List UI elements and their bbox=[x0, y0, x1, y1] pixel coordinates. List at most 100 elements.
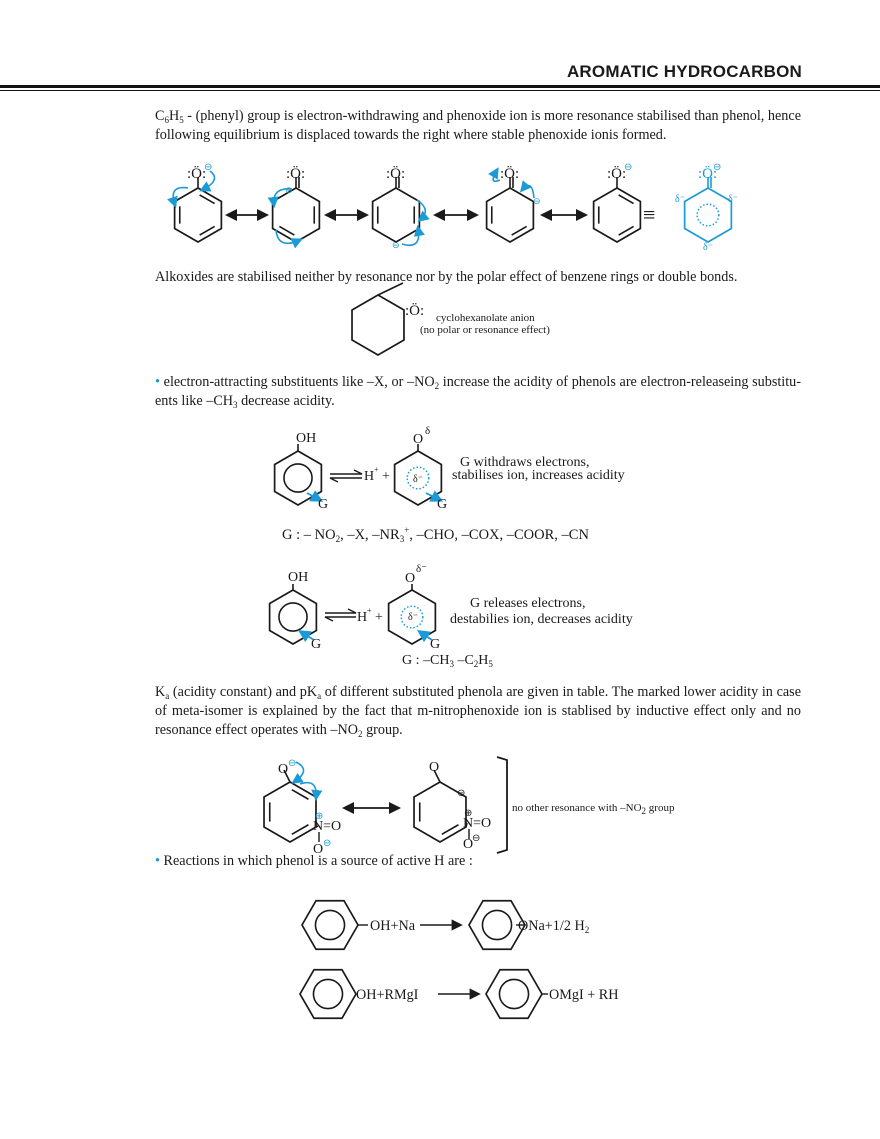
benzene-ring bbox=[263, 781, 317, 843]
cyclohexanolate-caption: cyclohexanolate anion bbox=[436, 312, 535, 324]
inductive-arrow bbox=[306, 490, 324, 502]
c-n-bond bbox=[315, 825, 319, 828]
curved-arrow bbox=[167, 186, 189, 209]
inductive-arrow bbox=[417, 630, 433, 643]
release-caption-2: destabilies ion, decreases acidity bbox=[450, 612, 633, 627]
g-label: G bbox=[437, 497, 447, 512]
inductive-arrow bbox=[297, 630, 315, 643]
reaction-2-reactant: OH+RMgI bbox=[356, 987, 419, 1003]
delocalized-charge-circle bbox=[696, 203, 720, 227]
o-label: O bbox=[278, 762, 288, 777]
benzene-ring bbox=[393, 450, 443, 506]
o-label: O bbox=[429, 760, 439, 775]
benzene-ring bbox=[413, 781, 467, 843]
curved-arrow bbox=[291, 761, 305, 784]
o-label: O bbox=[313, 842, 323, 857]
h-plus-sup: + bbox=[367, 606, 372, 615]
paragraph-ka: Ka (acidity constant) and pKa of differe… bbox=[155, 684, 801, 739]
delta-label: δ⁻ bbox=[728, 194, 738, 205]
withdraw-caption-1: G withdraws electrons, bbox=[460, 455, 589, 470]
g-withdrawing-list: G : – NO2, –X, –NR3+, –CHO, –COX, –COOR,… bbox=[282, 525, 589, 544]
curved-arrow bbox=[199, 170, 216, 192]
delta-label: δ⁻ bbox=[413, 474, 423, 485]
nitro-label: N=O bbox=[463, 816, 491, 831]
oh-label: OH bbox=[296, 431, 316, 446]
equilibrium-arrow bbox=[329, 477, 362, 483]
negative-charge: ⊖ bbox=[204, 162, 212, 173]
header-rule bbox=[0, 85, 880, 88]
oxygen-label: :Ö: bbox=[386, 165, 405, 182]
header-rule-thin bbox=[0, 90, 880, 91]
withdraw-caption-2: stabilises ion, increases acidity bbox=[452, 468, 625, 483]
curved-arrow bbox=[299, 781, 323, 802]
h-plus-sup: + bbox=[374, 465, 379, 474]
bracket bbox=[496, 756, 508, 854]
aromatic-circle bbox=[498, 978, 530, 1010]
negative-charge: ⊖ bbox=[323, 838, 331, 849]
double-bond bbox=[618, 194, 634, 205]
curved-arrow bbox=[275, 229, 303, 249]
paragraph-reactions: • Reactions in which phenol is a source … bbox=[155, 853, 473, 869]
reaction-2-product: OMgI + RH bbox=[549, 987, 619, 1003]
benzene-ring bbox=[485, 187, 535, 243]
g-releasing-list: G : –CH3 –C2H5 bbox=[402, 653, 493, 669]
benzene-ring bbox=[371, 187, 421, 243]
delocalized-charge-circle bbox=[406, 466, 430, 490]
delta-label: δ bbox=[425, 425, 430, 437]
hybrid-ring bbox=[683, 187, 733, 243]
release-caption-1: G releases electrons, bbox=[470, 596, 585, 611]
curved-arrow bbox=[416, 199, 430, 223]
equilibrium-arrow bbox=[325, 608, 357, 614]
double-bond bbox=[199, 225, 215, 236]
benzene-ring bbox=[387, 589, 437, 645]
c-o-bond bbox=[433, 769, 441, 783]
o-label: O bbox=[413, 432, 423, 447]
benzene-ring bbox=[273, 450, 323, 506]
oxygen-label: :Ö: bbox=[607, 165, 626, 182]
paragraph-substituents: • electron-attracting substituents like … bbox=[155, 374, 801, 410]
delta-label: δ⁻ bbox=[675, 194, 685, 205]
h-plus: H bbox=[364, 469, 374, 484]
benzene-ring bbox=[299, 968, 357, 1020]
negative-charge: ⊖ bbox=[713, 162, 721, 173]
cyclohexanolate-caption-2: (no polar or resonance effect) bbox=[420, 324, 550, 336]
double-bond bbox=[291, 824, 309, 836]
negative-charge: ⊖ bbox=[285, 185, 293, 195]
double-bond bbox=[291, 788, 309, 800]
benzene-ring bbox=[268, 589, 318, 645]
c-n-bond bbox=[465, 822, 468, 828]
delocalized-charge-circle bbox=[400, 605, 424, 629]
plus-sign: + bbox=[375, 610, 383, 625]
double-bond bbox=[441, 824, 459, 836]
negative-charge: ⊖ bbox=[533, 196, 541, 206]
h-plus: H bbox=[357, 610, 367, 625]
aromatic-circle bbox=[283, 463, 313, 493]
equilibrium-arrow bbox=[324, 616, 356, 622]
inductive-arrow bbox=[425, 490, 444, 502]
double-bond bbox=[511, 225, 527, 236]
o-label: O bbox=[463, 837, 473, 852]
aromatic-circle bbox=[278, 602, 308, 632]
equivalence-sign: ≡ bbox=[643, 202, 655, 227]
benzene-ring bbox=[485, 968, 543, 1020]
c-o-bond bbox=[377, 282, 404, 296]
negative-charge: ⊖ bbox=[288, 758, 296, 769]
benzene-ring bbox=[301, 899, 359, 951]
c-o-bond bbox=[283, 769, 291, 783]
positive-charge: ⊕ bbox=[464, 808, 472, 819]
oxygen-label: :Ö: bbox=[500, 165, 519, 182]
delta-label: δ⁻ bbox=[416, 563, 427, 575]
oxygen-label: :Ö: bbox=[405, 302, 424, 319]
oh-label: OH bbox=[288, 570, 308, 585]
cyclohexane-ring bbox=[351, 294, 405, 356]
negative-charge: ⊖ bbox=[472, 833, 480, 844]
g-label: G bbox=[318, 497, 328, 512]
oxygen-label: :Ö: bbox=[286, 165, 305, 182]
negative-charge: ⊖ bbox=[457, 788, 465, 799]
paragraph-alkoxides: Alkoxides are stabilised neither by reso… bbox=[155, 269, 738, 285]
g-label: G bbox=[311, 637, 321, 652]
double-bond bbox=[199, 194, 215, 205]
g-label: G bbox=[430, 637, 440, 652]
negative-charge: ⊖ bbox=[624, 162, 632, 173]
